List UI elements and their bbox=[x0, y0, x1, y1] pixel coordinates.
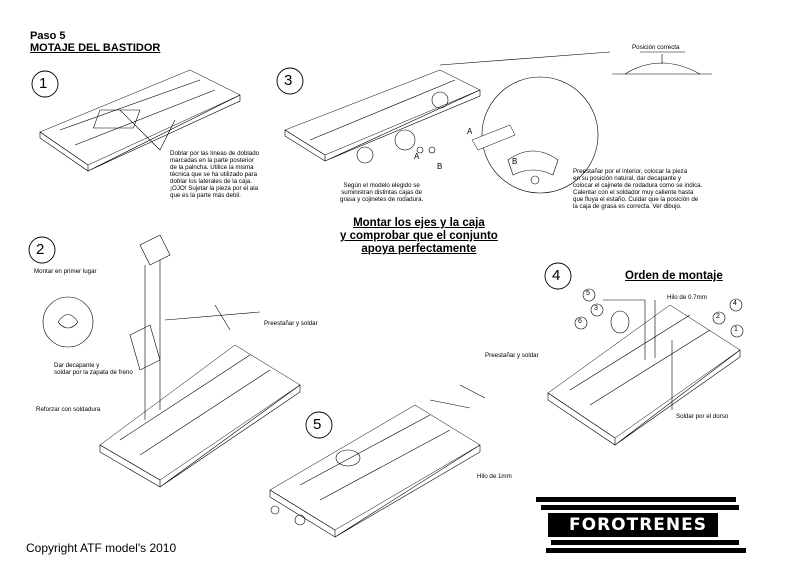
callout-b-axle: B bbox=[437, 162, 443, 171]
step-number-1: 1 bbox=[39, 75, 48, 92]
logo-stripes bbox=[536, 497, 746, 553]
step-number-3: 3 bbox=[284, 72, 293, 89]
page-title: MOTAJE DEL BASTIDOR bbox=[30, 42, 161, 54]
step2-frame-drawing bbox=[42, 234, 301, 488]
note-preestanar-interior: Preestañar por el interior, colocar la p… bbox=[573, 168, 703, 210]
step-circles bbox=[28, 67, 572, 439]
callout-a-axle: A bbox=[414, 152, 420, 161]
note-hilo-1: Hilo de 1mm bbox=[477, 473, 512, 480]
step5-frame-drawing bbox=[269, 384, 486, 538]
callout-1: 1 bbox=[734, 326, 738, 333]
note-doblar: Doblar por las líneas de doblado marcada… bbox=[170, 150, 260, 199]
note-orden-montaje: Orden de montaje bbox=[625, 270, 723, 282]
note-preestanar-soldar: Preestañar y soldar bbox=[264, 320, 318, 327]
callout-3: 3 bbox=[594, 305, 598, 312]
step-number-4: 4 bbox=[552, 267, 561, 284]
step-number-5: 5 bbox=[313, 416, 322, 433]
step1-frame-drawing bbox=[39, 69, 241, 172]
step-number-2: 2 bbox=[36, 241, 45, 258]
step3-frame-drawing bbox=[284, 69, 481, 164]
note-preestanar-soldar-2: Preestañar y soldar bbox=[485, 352, 539, 359]
copyright: Copyright ATF model's 2010 bbox=[26, 541, 177, 555]
callout-6: 6 bbox=[578, 318, 582, 325]
callout-4: 4 bbox=[733, 300, 737, 307]
note-montar-primer-lugar: Montar en primer lugar bbox=[34, 268, 97, 275]
note-hilo-07: Hilo de 0.7mm bbox=[667, 294, 707, 301]
step-label: Paso 5 bbox=[30, 30, 66, 42]
note-montar-ejes: Montar los ejes y la caja y comprobar qu… bbox=[340, 217, 498, 255]
magnifier-drawing bbox=[439, 51, 611, 194]
note-segun-modelo: Según el modelo elegido se suministran d… bbox=[340, 182, 424, 203]
callout-2: 2 bbox=[716, 313, 720, 320]
note-posicion-correcta: Posición correcta bbox=[632, 44, 680, 51]
callout-a-magnified: A bbox=[467, 127, 473, 136]
brand-logo: FOROTRENES bbox=[569, 515, 707, 535]
callout-b-magnified: B bbox=[512, 157, 518, 166]
position-sketch bbox=[612, 51, 712, 75]
callout-circles bbox=[574, 288, 744, 338]
note-dar-decapante: Dar decapante y soldar por la zapata de … bbox=[54, 362, 133, 376]
callout-5: 5 bbox=[586, 290, 590, 297]
note-reforzar: Reforzar con soldadura bbox=[36, 406, 101, 413]
step4-frame-drawing bbox=[547, 299, 741, 446]
note-soldar-dorso: Soldar por el dorso bbox=[676, 413, 729, 420]
